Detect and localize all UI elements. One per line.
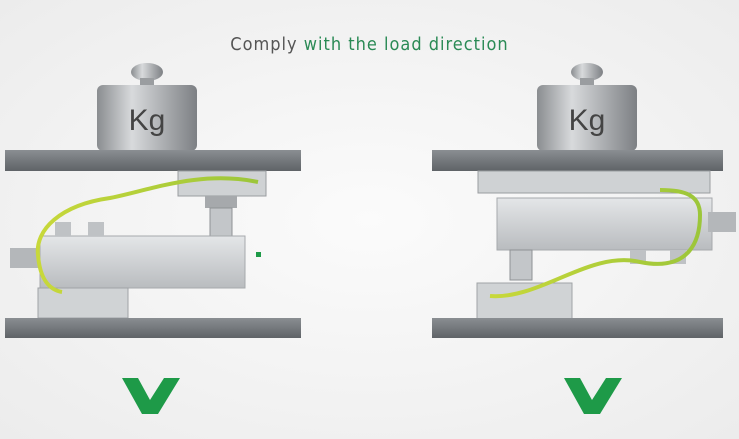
weight <box>537 85 637 151</box>
top-plate <box>432 150 723 171</box>
ground-cable <box>489 188 703 299</box>
weight-label: Kg <box>569 104 606 137</box>
upper-bracket <box>477 170 711 194</box>
ground-cable <box>35 176 259 294</box>
lower-bracket <box>37 287 129 319</box>
weight-knob <box>131 63 163 81</box>
caption-plain: Comply <box>230 34 298 55</box>
load-cell-beam <box>39 235 246 289</box>
bottom-plate <box>5 318 301 338</box>
bottom-plate <box>432 318 723 338</box>
load-cell-beam <box>496 197 713 251</box>
connector <box>708 212 736 232</box>
top-plate <box>5 150 301 171</box>
upper-bracket <box>177 170 267 197</box>
caption: Comply with the load direction <box>0 34 739 55</box>
right-assembly: Kg <box>432 63 736 414</box>
check-mark-icon <box>564 378 622 414</box>
lower-bracket <box>476 282 573 320</box>
weight-knob <box>571 63 603 81</box>
connector <box>10 248 40 268</box>
caption-highlight: with the load direction <box>303 34 509 55</box>
weight <box>97 85 197 151</box>
left-assembly: Kg <box>5 63 301 414</box>
weight-label: Kg <box>129 104 166 137</box>
check-mark-icon <box>122 378 180 414</box>
